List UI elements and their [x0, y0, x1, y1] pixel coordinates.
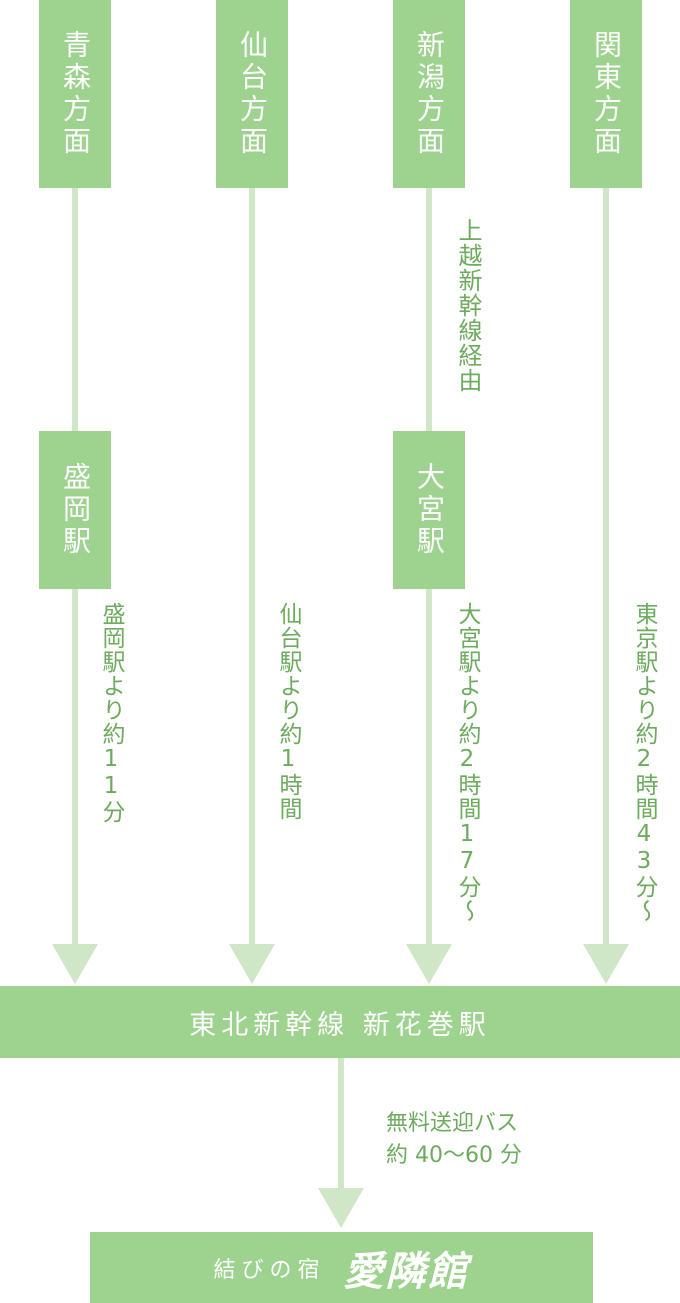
destination: 結びの宿 愛隣館: [90, 1232, 593, 1303]
line-bus: [338, 1058, 344, 1188]
transfer-omiya: 大宮駅: [393, 431, 465, 589]
origin-sendai: 仙台方面: [216, 0, 288, 188]
transfer-morioka-label: 盛岡駅: [59, 462, 92, 558]
origin-kanto-label: 関東方面: [590, 30, 623, 158]
transfer-morioka: 盛岡駅: [39, 431, 111, 589]
note-morioka-time: 盛岡駅より約11分: [98, 602, 124, 824]
note-sendai-time: 仙台駅より約1時間: [275, 602, 301, 821]
origin-niigata: 新潟方面: [393, 0, 465, 188]
origin-niigata-label: 新潟方面: [413, 30, 446, 158]
arrow-aomori: [52, 944, 98, 984]
origin-kanto: 関東方面: [570, 0, 642, 188]
arrow-niigata: [406, 944, 452, 984]
destination-logo: 愛隣館: [343, 1247, 470, 1295]
arrow-sendai: [229, 944, 275, 984]
arrow-bus: [318, 1188, 364, 1228]
arrow-kanto: [583, 944, 629, 984]
note-omiya-time: 大宮駅より約2時間17分〜: [454, 602, 480, 923]
note-tokyo-time: 東京駅より約2時間43分〜: [631, 602, 657, 923]
origin-aomori: 青森方面: [39, 0, 111, 188]
origin-sendai-label: 仙台方面: [236, 30, 269, 158]
note-joetsu: 上越新幹線経由: [454, 218, 482, 393]
line-kanto: [603, 188, 609, 950]
origin-aomori-label: 青森方面: [59, 30, 92, 158]
note-bus: 無料送迎バス 約 40〜60 分: [386, 1108, 522, 1172]
transfer-omiya-label: 大宮駅: [413, 462, 446, 558]
note-bus-line1: 無料送迎バス: [386, 1111, 519, 1136]
hub-station: 東北新幹線 新花巻駅: [0, 986, 680, 1058]
destination-prefix: 結びの宿: [213, 1257, 326, 1283]
note-bus-line2: 約 40〜60 分: [386, 1143, 522, 1168]
line-sendai: [249, 188, 255, 950]
